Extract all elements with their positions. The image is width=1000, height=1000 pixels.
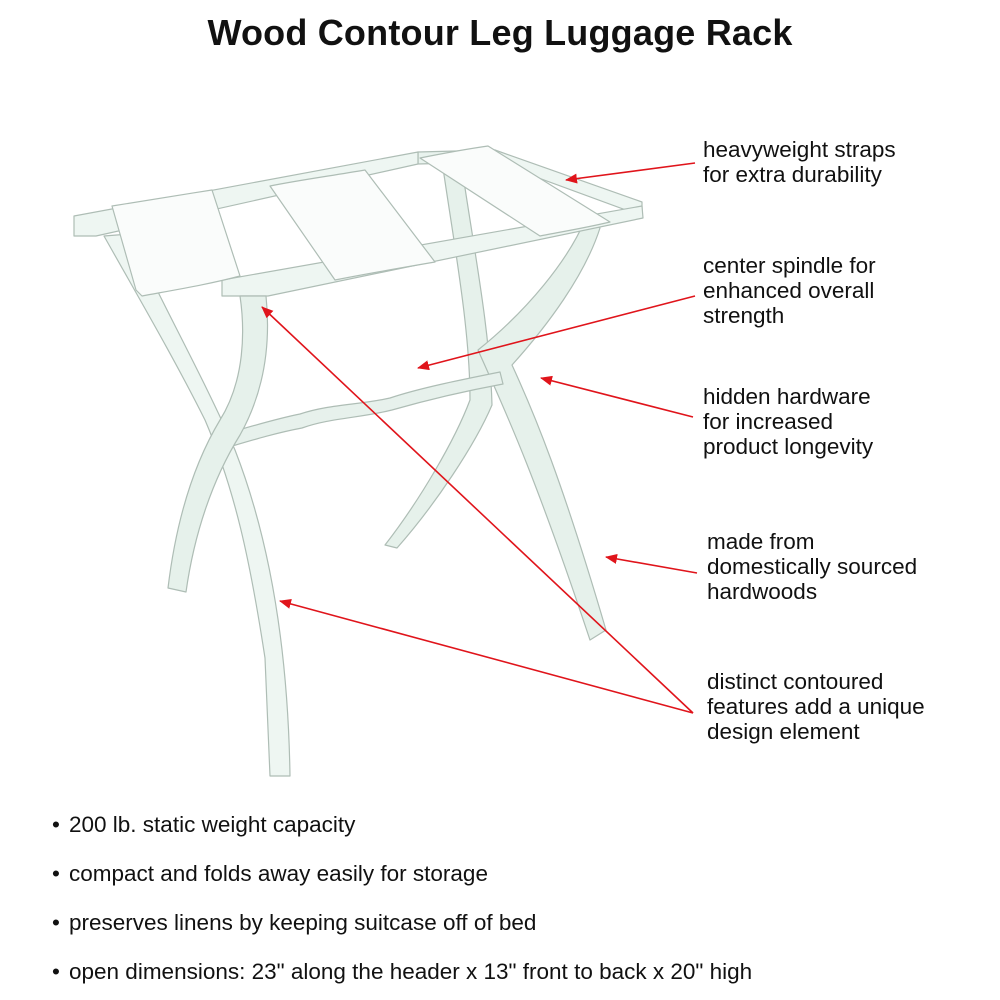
callout-contour: distinct contoured features add a unique… [707,669,925,744]
callout-hardware: hidden hardware for increased product lo… [703,384,873,459]
bullet-item: • open dimensions: 23" along the header … [52,959,982,1000]
arrow-hardwoods [605,553,698,574]
callout-spindle: center spindle for enhanced overall stre… [703,253,876,328]
bullet-dot: • [52,910,60,935]
page-title: Wood Contour Leg Luggage Rack [207,12,793,53]
feature-bullet-list: • 200 lb. static weight capacity • compa… [52,812,982,1000]
arrow-contour-top [261,306,694,714]
callout-hardwoods: made from domestically sourced hardwoods [707,529,917,604]
strap-left [111,189,241,297]
bullet-text: 200 lb. static weight capacity [69,812,356,837]
bullet-item: • 200 lb. static weight capacity [52,812,982,861]
callout-line: features add a unique [707,694,925,719]
strap-right [419,145,611,237]
back-leg-right [477,219,607,641]
callout-line: enhanced overall [703,278,875,303]
bullet-text: compact and folds away easily for storag… [69,861,488,886]
callout-line: heavyweight straps [703,137,896,162]
callout-line: strength [703,303,785,328]
arrow-hardware [540,375,694,418]
bullet-text: open dimensions: 23" along the header x … [69,959,753,984]
callout-line: center spindle for [703,253,876,278]
callout-arrows [261,162,698,714]
bullet-dot: • [52,812,60,837]
bullet-dot: • [52,861,60,886]
callout-line: for extra durability [703,162,882,187]
back-leg-left [384,167,493,549]
bullet-dot: • [52,959,60,984]
callout-line: hardwoods [707,579,818,604]
callout-line: made from [707,529,815,554]
bullet-item: • preserves linens by keeping suitcase o… [52,910,982,959]
callout-line: hidden hardware [703,384,871,409]
callout-line: distinct contoured [707,669,884,694]
callout-line: design element [707,719,860,744]
arrow-spindle [417,295,696,371]
callout-straps: heavyweight straps for extra durability [703,137,896,187]
front-leg-right [167,295,269,593]
arrow-contour-leg [279,599,694,714]
bullet-text: preserves linens by keeping suitcase off… [69,910,537,935]
front-leg-left [103,233,291,777]
callout-line: for increased [703,409,834,434]
center-spindle [209,371,504,453]
luggage-rack-image [73,145,644,777]
arrow-straps [565,162,696,184]
strap-middle [269,169,436,281]
callout-line: product longevity [703,434,874,459]
callout-line: domestically sourced [707,554,918,579]
bullet-item: • compact and folds away easily for stor… [52,861,982,910]
